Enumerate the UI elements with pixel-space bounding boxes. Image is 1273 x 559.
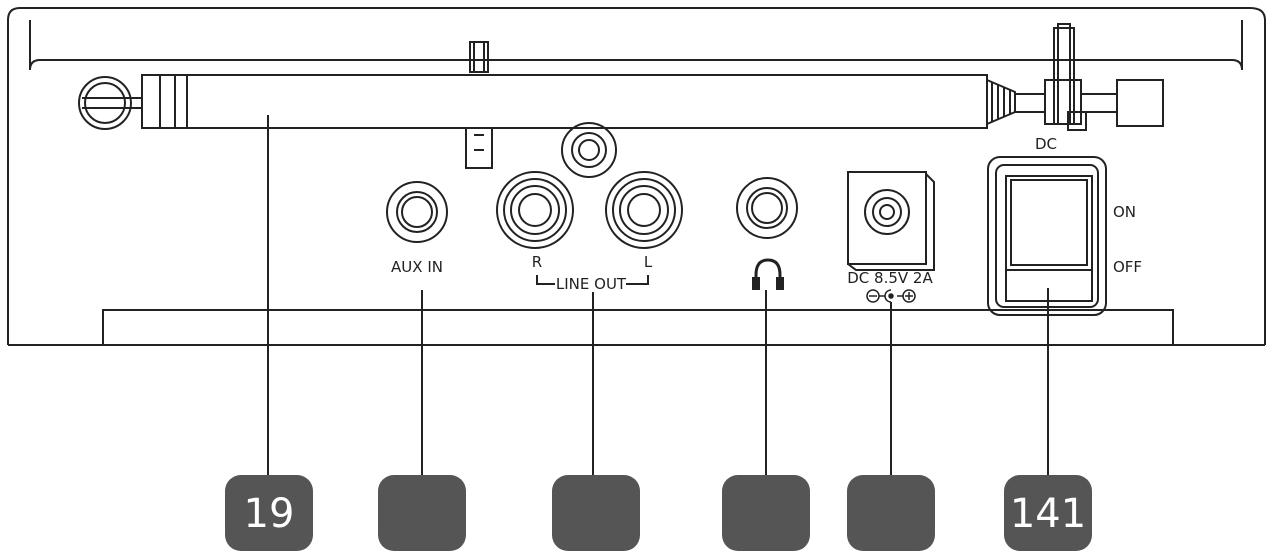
callout-badge: 141 [1004,475,1092,551]
line-out-top-jack [561,122,617,178]
callout-badges: 19 141 [225,475,1092,551]
callout-badge: 19 [225,475,313,551]
device-body [7,7,1266,346]
line-out-r-label: R [532,253,542,271]
callout-badge [552,475,640,551]
callout-badge [847,475,935,551]
line-out-l-label: L [644,253,653,271]
line-out-label: LINE OUT [556,275,627,293]
line-out-l-jack [605,171,683,249]
callout-leaders [267,115,1049,478]
line-out-r-jack [496,171,574,249]
switch-off-label: OFF [1113,258,1142,276]
dc-input-label: DC 8.5V 2A [847,269,933,287]
dc-input-socket [847,171,935,271]
callout-number: 141 [1010,491,1086,537]
switch-title-label: DC [1035,135,1057,153]
callout-badge [378,475,466,551]
headphone-jack [736,177,798,239]
dc-polarity-icon [866,289,916,303]
callout-badge [722,475,810,551]
switch-on-label: ON [1113,203,1136,221]
headphone-icon [752,258,784,290]
telescopic-antenna [78,23,1164,169]
aux-in-jack [386,181,448,243]
aux-in-label: AUX IN [391,258,443,276]
callout-number: 19 [244,491,295,537]
line-out-bracket [536,275,649,285]
